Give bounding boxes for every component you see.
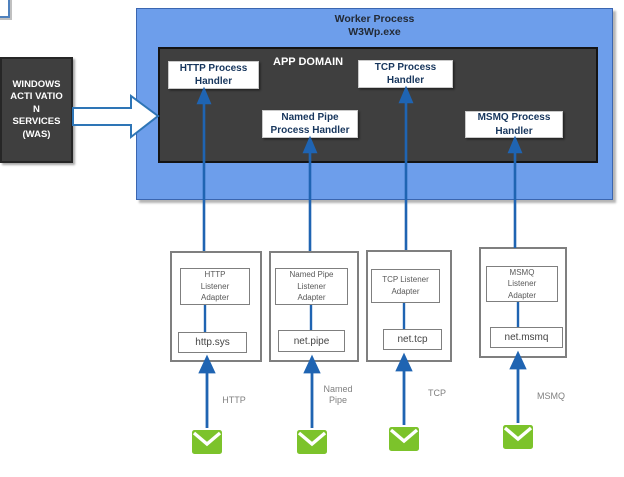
envelope-flap xyxy=(503,426,533,442)
envelope-icon xyxy=(503,425,533,449)
envelope-icon xyxy=(297,430,327,454)
envelope-flap xyxy=(389,428,419,444)
http-sys-box: http.sys xyxy=(178,332,247,353)
clipped-box-top-left xyxy=(0,0,10,18)
http-listener-adapter-box: HTTP Listener Adapter xyxy=(180,268,250,305)
net-msmq-box: net.msmq xyxy=(490,327,563,348)
msmq-process-handler-box: MSMQ Process Handler xyxy=(465,111,563,138)
was-box: WINDOWS ACTI VATIO N SERVICES (WAS) xyxy=(0,57,73,163)
msmq-transport-label: MSMQ xyxy=(537,391,565,401)
http-process-handler-box: HTTP Process Handler xyxy=(168,61,259,89)
envelope-flap xyxy=(192,431,222,447)
tcp-process-handler-box: TCP Process Handler xyxy=(358,60,453,88)
worker-process-title: Worker Process W3Wp.exe xyxy=(136,13,613,39)
app-domain-label: APP DOMAIN xyxy=(273,56,344,68)
named-pipe-listener-adapter-box: Named Pipe Listener Adapter xyxy=(275,268,348,305)
envelope-icon xyxy=(192,430,222,454)
named-pipe-process-handler-box: Named Pipe Process Handler xyxy=(262,110,358,138)
tcp-transport-label: TCP xyxy=(428,388,446,398)
named-pipe-transport-label: Named Pipe xyxy=(323,384,353,406)
envelope-icon xyxy=(389,427,419,451)
net-tcp-box: net.tcp xyxy=(383,329,442,350)
http-transport-label: HTTP xyxy=(222,395,246,405)
msmq-listener-adapter-box: MSMQ Listener Adapter xyxy=(486,266,558,302)
worker-process-title-line2: W3Wp.exe xyxy=(348,26,401,39)
tcp-listener-adapter-box: TCP Listener Adapter xyxy=(371,269,440,303)
net-pipe-box: net.pipe xyxy=(278,330,345,352)
envelope-flap xyxy=(297,431,327,447)
worker-process-title-line1: Worker Process xyxy=(334,13,415,25)
